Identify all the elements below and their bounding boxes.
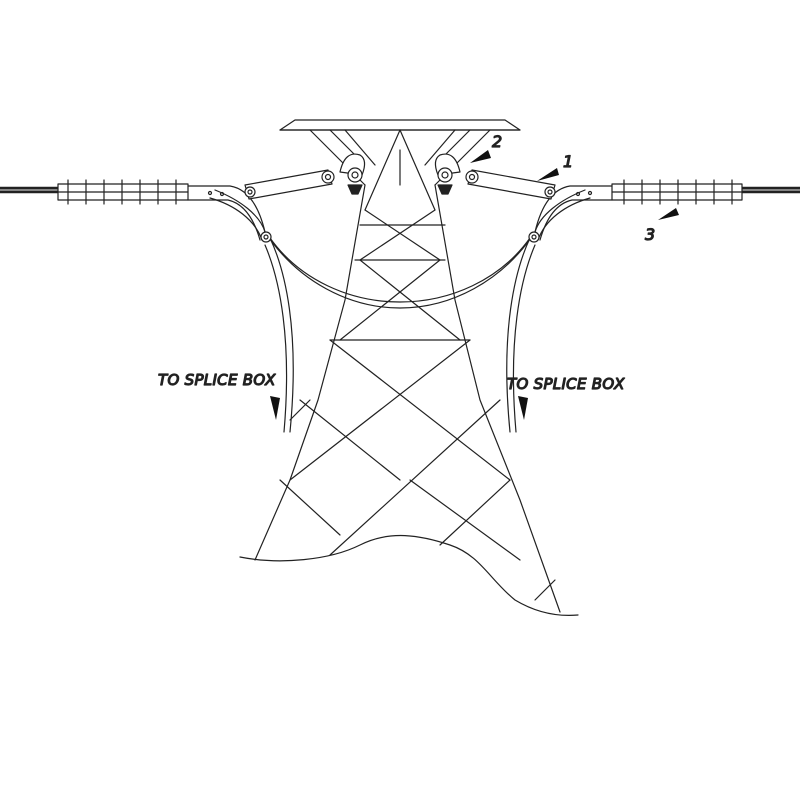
callout-label-3: 3 — [645, 225, 655, 244]
crossarm-plate — [279, 119, 521, 131]
right-clamp-bolts — [623, 179, 733, 205]
left-clamp-bolts — [67, 179, 177, 205]
callout-label-1: 1 — [563, 152, 573, 171]
right-splice-box-label: TO SPLICE BOX — [507, 375, 625, 393]
left-splice-arrow — [270, 396, 280, 420]
callout-arrow-3 — [658, 208, 679, 220]
left-conductor — [0, 186, 62, 194]
right-link-arm — [465, 169, 556, 200]
cable-loop — [264, 231, 536, 309]
callout-arrow-1 — [537, 168, 559, 181]
left-link-arm — [244, 169, 335, 200]
callout-label-2: 2 — [492, 132, 502, 151]
callout-arrow-2 — [470, 150, 491, 163]
left-downlead — [209, 189, 294, 433]
right-shackle — [434, 153, 461, 195]
right-conductor — [738, 186, 800, 194]
callout-arrows — [270, 150, 679, 420]
right-downlead — [506, 189, 591, 433]
tower-top-bracing — [309, 129, 491, 211]
right-splice-arrow — [518, 396, 528, 420]
left-dead-end-clamp — [57, 179, 272, 243]
left-splice-box-label: TO SPLICE BOX — [158, 371, 276, 389]
tower-body — [254, 149, 561, 613]
left-shackle — [339, 153, 366, 195]
ground-break-line — [239, 535, 579, 617]
